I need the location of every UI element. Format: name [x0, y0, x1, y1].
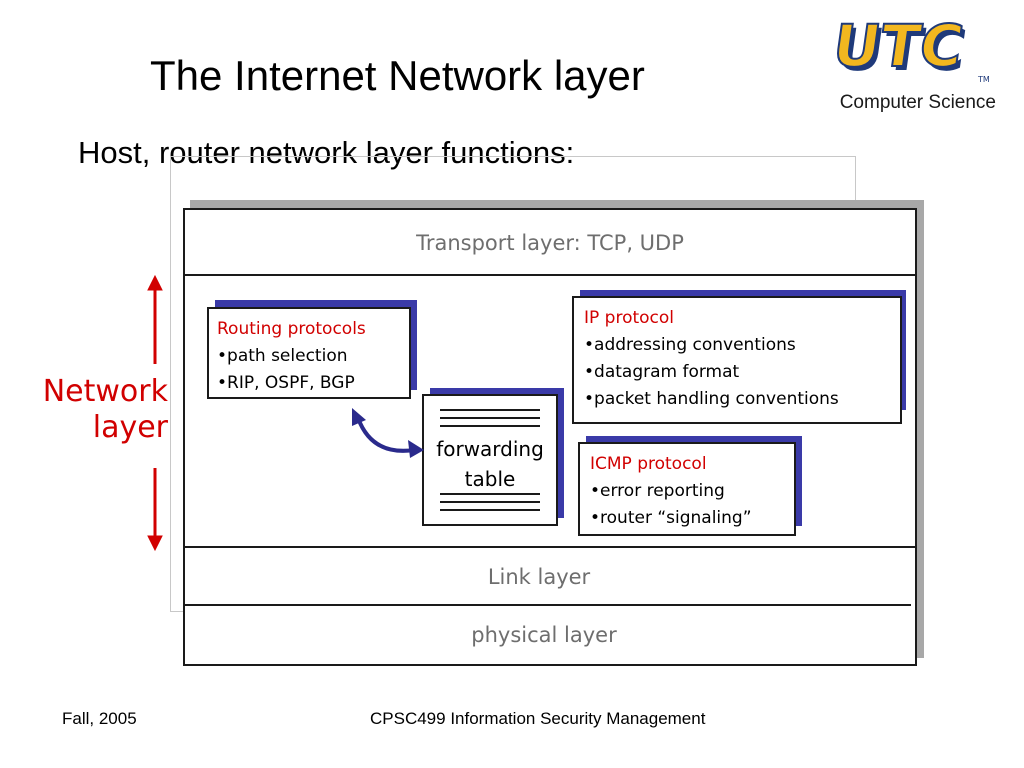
routing-forwarding-arrow — [352, 408, 424, 458]
physical-layer-label: physical layer — [471, 623, 617, 647]
ip-title: IP protocol — [584, 308, 675, 328]
transport-layer-label: Transport layer: TCP, UDP — [416, 231, 684, 255]
logo-department: Computer Science — [839, 92, 996, 113]
logo-letters: UTC — [836, 14, 967, 80]
icmp-protocol-box: ICMP protocol •error reporting •router “… — [578, 442, 796, 536]
slide-subtitle: Host, router network layer functions: — [78, 135, 575, 170]
transport-divider — [183, 274, 917, 276]
ip-item: •packet handling conventions — [584, 389, 839, 409]
slide-title: The Internet Network layer — [150, 52, 645, 99]
icmp-item: •router “signaling” — [590, 508, 752, 528]
ip-item: •datagram format — [584, 362, 740, 382]
down-arrow-head — [147, 535, 163, 552]
routing-item: •path selection — [217, 346, 348, 366]
forwarding-label-line2: table — [464, 467, 516, 491]
footer-date: Fall, 2005 — [62, 709, 137, 728]
ip-item: •addressing conventions — [584, 335, 796, 355]
up-arrow-head — [147, 274, 163, 291]
ip-protocol-box: IP protocol •addressing conventions •dat… — [572, 296, 902, 424]
network-layer-arrows — [147, 274, 163, 552]
routing-item: •RIP, OSPF, BGP — [217, 373, 355, 393]
svg-text:UTC: UTC — [836, 16, 971, 84]
forwarding-table-box: forwarding table — [422, 394, 558, 526]
footer-course: CPSC499 Information Security Management — [370, 709, 706, 728]
routing-protocols-box: Routing protocols •path selection •RIP, … — [207, 307, 411, 399]
routing-title: Routing protocols — [217, 319, 366, 339]
icmp-title: ICMP protocol — [590, 454, 707, 474]
link-layer-label: Link layer — [487, 565, 591, 589]
link-divider-top — [183, 546, 917, 548]
forwarding-label-line1: forwarding — [436, 437, 544, 461]
icmp-item: •error reporting — [590, 481, 725, 501]
link-divider-bottom — [183, 604, 911, 606]
logo-tm: TM — [977, 75, 990, 84]
utc-logo: UTC UTC TM — [836, 14, 990, 84]
table-lines — [440, 409, 540, 511]
network-layer-label: Network layer — [42, 374, 168, 445]
